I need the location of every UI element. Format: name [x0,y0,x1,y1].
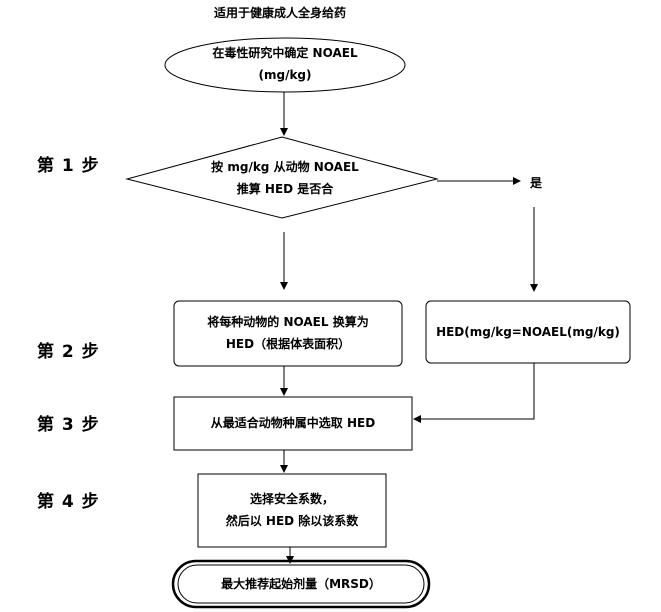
step-4-label: 第 4 步 [37,492,100,512]
mrsd-terminator-inner [177,564,425,604]
start-ellipse [164,37,406,93]
hed-equal-text: HED(mg/kg=NOAEL(mg/kg) [436,325,620,339]
mrsd-terminator-outer [171,559,431,609]
convert-line-1: 将每种动物的 NOAEL 换算为 [207,315,369,329]
decision-node-text: 按 mg/kg 从动物 NOAEL 推算 HED 是否合 [170,156,400,200]
step-1-label: 第 1 步 [37,156,100,176]
start-line-1: 在毒性研究中确定 NOAEL [212,46,358,60]
convert-line-2: HED（根据体表面积） [225,337,351,351]
decision-line-2: 推算 HED 是否合 [236,182,334,196]
start-line-2: (mg/kg) [258,68,312,82]
start-node-text: 在毒性研究中确定 NOAEL (mg/kg) [165,42,405,86]
select-species-box [173,396,413,451]
safety-line-1: 选择安全系数， [249,492,334,506]
safety-factor-box [197,473,387,548]
step-2-label: 第 2 步 [37,342,100,362]
step-3-label: 第 3 步 [37,415,100,435]
convert-node-text: 将每种动物的 NOAEL 换算为 HED（根据体表面积） [174,311,402,355]
safety-line-2: 然后以 HED 除以该系数 [225,514,359,528]
arrow-hed-equal-to-select [413,363,535,423]
safety-factor-text: 选择安全系数， 然后以 HED 除以该系数 [198,488,386,532]
mrsd-text: 最大推荐起始剂量（MRSD） [221,577,381,591]
convert-box [173,300,403,367]
select-species-text: 从最适合动物种属中选取 HED [210,416,376,430]
diagram-title: 适用于健康成人全身给药 [213,6,346,20]
decision-line-1: 按 mg/kg 从动物 NOAEL [211,160,359,174]
decision-diamond [125,136,439,219]
hed-equal-box [425,300,631,364]
yes-label: 是 [529,176,542,190]
